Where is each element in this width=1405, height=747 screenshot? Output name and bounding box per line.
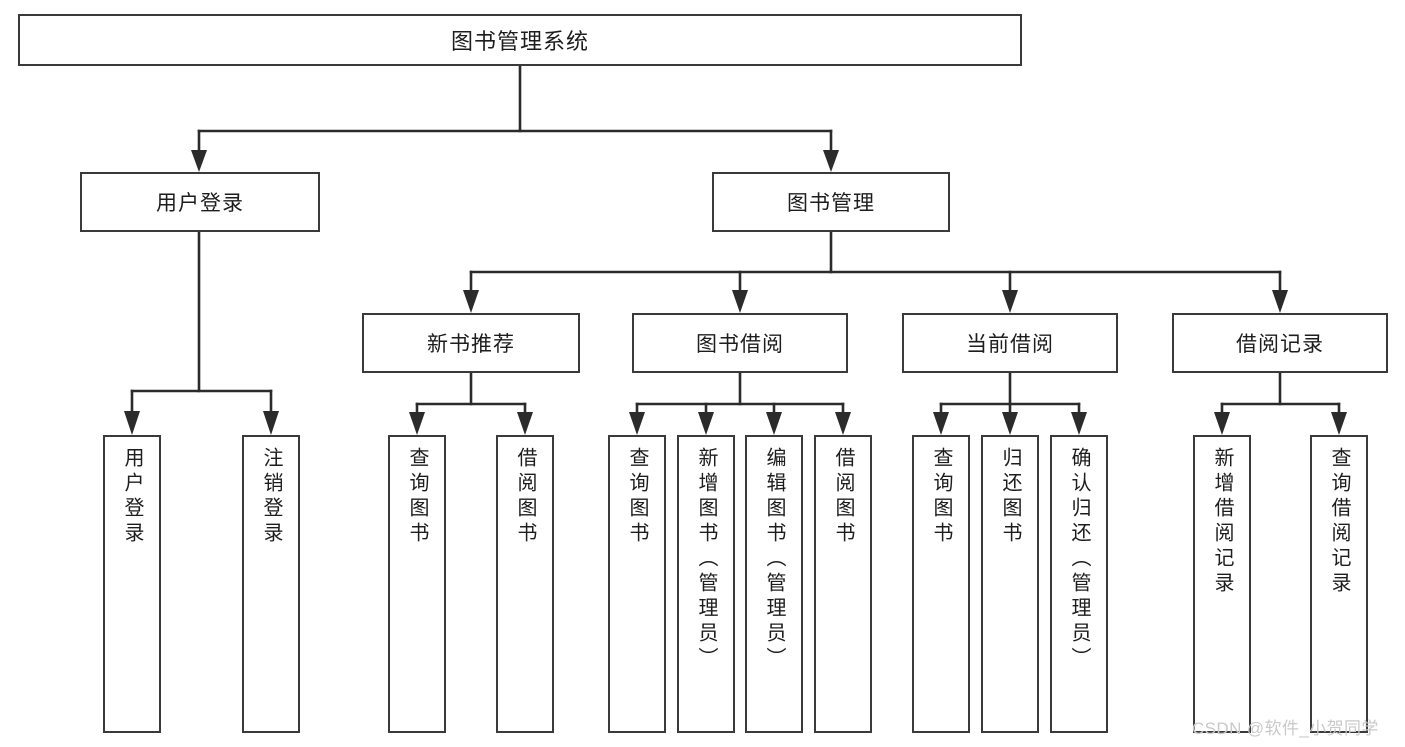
leaf-query-book-3-label: 查询图书: [930, 447, 952, 547]
arrow-leaf-user-login: [124, 411, 140, 435]
arrow-leaf-edit-book: [766, 412, 782, 435]
arrow-to-new-book-recommend: [463, 290, 479, 313]
node-book-management[interactable]: 图书管理: [712, 172, 950, 232]
leaf-edit-book[interactable]: 编辑图书（管理员）: [745, 435, 803, 733]
leaf-query-book-2[interactable]: 查询图书: [608, 435, 666, 733]
arrow-to-user-login: [191, 150, 207, 172]
leaf-return-book-label: 归还图书: [999, 447, 1021, 547]
arrow-to-borrow-record: [1272, 290, 1288, 313]
arrow-leaf-logout-login: [263, 411, 279, 435]
node-root-book-management-system[interactable]: 图书管理系统: [18, 14, 1022, 66]
leaf-logout-login-label: 注销登录: [260, 447, 282, 547]
leaf-query-book-1-label: 查询图书: [406, 447, 428, 547]
leaf-query-book-3[interactable]: 查询图书: [912, 435, 970, 733]
leaf-query-record[interactable]: 查询借阅记录: [1310, 435, 1368, 733]
leaf-query-book-1[interactable]: 查询图书: [388, 435, 446, 733]
leaf-user-login[interactable]: 用户登录: [103, 435, 161, 733]
leaf-query-record-label: 查询借阅记录: [1328, 447, 1350, 597]
node-book-borrow[interactable]: 图书借阅: [632, 313, 848, 373]
node-current-borrow[interactable]: 当前借阅: [902, 313, 1118, 373]
arrow-leaf-add-book: [698, 412, 714, 435]
node-borrow-record[interactable]: 借阅记录: [1172, 313, 1388, 373]
csdn-watermark: CSDN @软件_小贺同学: [1192, 719, 1379, 738]
node-user-login[interactable]: 用户登录: [80, 172, 320, 232]
leaf-return-book[interactable]: 归还图书: [981, 435, 1039, 733]
leaf-borrow-book-1[interactable]: 借阅图书: [496, 435, 554, 733]
leaf-borrow-book-2[interactable]: 借阅图书: [814, 435, 872, 733]
leaf-confirm-return-label: 确认归还（管理员）: [1068, 447, 1090, 672]
leaf-add-book[interactable]: 新增图书（管理员）: [677, 435, 735, 733]
leaf-user-login-label: 用户登录: [121, 447, 143, 547]
arrow-leaf-query-book-1: [409, 412, 425, 435]
arrow-leaf-return-book: [1002, 412, 1018, 435]
arrow-to-book-borrow: [732, 290, 748, 313]
arrow-leaf-confirm-return: [1071, 412, 1087, 435]
arrow-leaf-query-book-2: [629, 412, 645, 435]
leaf-borrow-book-2-label: 借阅图书: [832, 447, 854, 547]
leaf-logout-login[interactable]: 注销登录: [242, 435, 300, 733]
leaf-add-record-label: 新增借阅记录: [1211, 447, 1233, 597]
arrow-leaf-query-record: [1331, 412, 1347, 435]
leaf-add-record[interactable]: 新增借阅记录: [1193, 435, 1251, 733]
arrow-to-current-borrow: [1002, 290, 1018, 313]
leaf-borrow-book-1-label: 借阅图书: [514, 447, 536, 547]
arrow-leaf-query-book-3: [933, 412, 949, 435]
leaf-confirm-return[interactable]: 确认归还（管理员）: [1050, 435, 1108, 733]
leaf-query-book-2-label: 查询图书: [626, 447, 648, 547]
node-new-book-recommend[interactable]: 新书推荐: [362, 313, 580, 373]
leaf-add-book-label: 新增图书（管理员）: [695, 447, 717, 672]
arrow-leaf-borrow-book-1: [517, 412, 533, 435]
arrow-leaf-borrow-book-2: [835, 412, 851, 435]
arrow-leaf-add-record: [1214, 412, 1230, 435]
arrow-to-book-manage: [823, 150, 839, 172]
leaf-edit-book-label: 编辑图书（管理员）: [763, 447, 785, 672]
